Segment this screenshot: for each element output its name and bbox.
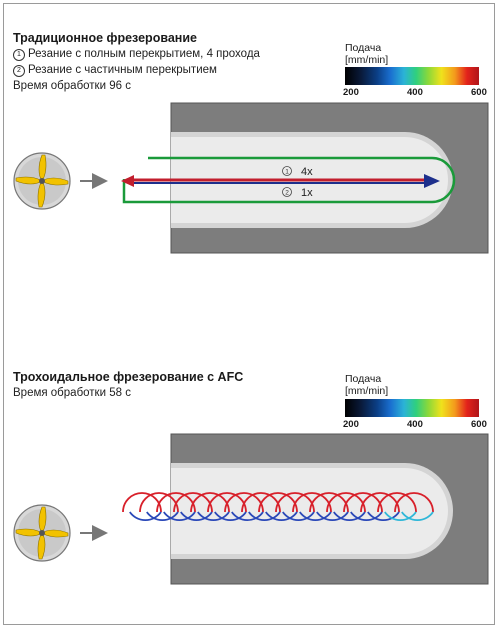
trochoid-loop-fast — [258, 492, 298, 513]
trochoidal-milling-diagram — [13, 433, 489, 585]
legend-tick-400: 400 — [407, 87, 423, 98]
trochoid-loop-fast — [156, 492, 196, 513]
trochoid-loop-slow — [163, 511, 196, 521]
trochoid-loop-slow — [299, 511, 332, 521]
legend-title: Подача — [345, 373, 382, 385]
legend-tick-400: 400 — [407, 419, 423, 430]
partial-overlap-text: Резание с частичным перекрытием — [28, 64, 217, 76]
trochoid-loop-fast — [394, 492, 434, 513]
partial-overlap-path — [122, 156, 456, 204]
legend-unit: [mm/min] — [345, 385, 389, 397]
machining-time: Время обработки 96 с — [13, 80, 131, 92]
trochoid-loop-fast — [139, 492, 179, 513]
full-overlap-text: Резание с полным перекрытием, 4 прохода — [28, 48, 260, 60]
trochoid-loop-slow — [265, 511, 298, 521]
path-marker-1-text: 1 — [285, 169, 289, 176]
trochoid-loop-slow — [333, 511, 366, 521]
legend-tick-600: 600 — [471, 419, 487, 430]
trochoid-loop-fast — [292, 492, 332, 513]
trochoid-loop-slow — [316, 511, 349, 521]
trochoid-loop-slow — [401, 511, 434, 521]
trochoid-loop-slow — [146, 511, 179, 521]
traditional-milling-diagram: 1 4x 2 1x — [13, 102, 489, 254]
number-2-icon: 2 — [13, 65, 25, 77]
trochoid-loop-slow — [180, 511, 213, 521]
trochoid-loop-slow — [197, 511, 230, 521]
feed-rate-color-scale — [345, 399, 479, 417]
path-marker-1 — [282, 166, 292, 176]
trochoidal-tool-path — [122, 492, 434, 521]
trochoid-loop-slow — [384, 511, 417, 521]
trochoid-loop-fast — [173, 492, 213, 513]
trochoid-loop-fast — [360, 492, 400, 513]
trochoid-loop-slow — [214, 511, 247, 521]
feed-rate-color-scale — [345, 67, 479, 85]
trochoid-loop-slow — [350, 511, 383, 521]
trochoid-loop-fast — [309, 492, 349, 513]
legend-tick-200: 200 — [343, 419, 359, 430]
legend-tick-200: 200 — [343, 87, 359, 98]
trochoid-loop-fast — [326, 492, 366, 513]
trochoid-loop-fast — [190, 492, 230, 513]
path-label-4x: 4x — [301, 166, 313, 178]
path-arrow-right-icon — [424, 174, 440, 188]
trochoid-loop-slow — [231, 511, 264, 521]
trochoid-loop-fast — [207, 492, 247, 513]
legend-tick-600: 600 — [471, 87, 487, 98]
figure-frame — [3, 3, 495, 625]
trochoid-loop-slow — [367, 511, 400, 521]
trochoid-loop-fast — [224, 492, 264, 513]
path-label-1x: 1x — [301, 187, 313, 199]
number-1-icon: 1 — [13, 49, 25, 61]
panel-title: Трохоидальное фрезерование с AFC — [13, 370, 244, 384]
end-mill-icon — [13, 152, 71, 210]
panel-title: Традиционное фрезерование — [13, 31, 197, 45]
trochoid-loop-fast — [275, 492, 315, 513]
trochoid-loop-slow — [129, 511, 162, 521]
path-arrow-left-icon — [121, 175, 134, 187]
legend-unit: [mm/min] — [345, 54, 389, 66]
trochoid-loop-slow — [248, 511, 281, 521]
legend-title: Подача — [345, 42, 382, 54]
trochoid-loop-fast — [122, 492, 162, 513]
path-marker-2-text: 2 — [285, 190, 289, 197]
trochoid-loop-fast — [343, 492, 383, 513]
end-mill-icon — [13, 504, 71, 562]
trochoid-loop-slow — [282, 511, 315, 521]
trochoid-loop-fast — [241, 492, 281, 513]
path-marker-2 — [282, 187, 292, 197]
trochoid-loop-fast — [377, 492, 417, 513]
machining-time: Время обработки 58 с — [13, 387, 131, 399]
trochoidal-milling-panel: Трохоидальное фрезерование с AFC Время о… — [0, 314, 500, 628]
